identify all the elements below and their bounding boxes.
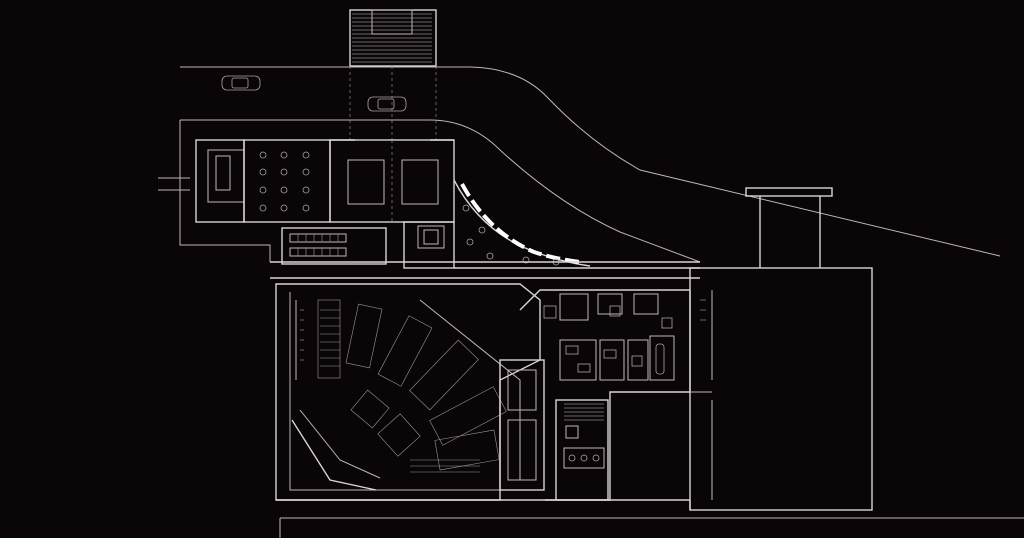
service-core (555, 399, 609, 501)
curved-gallery (453, 179, 700, 269)
upper-wing (195, 139, 455, 223)
east-block (689, 187, 873, 511)
stair-icon (564, 403, 604, 421)
seating-rows (317, 299, 507, 473)
car-icon (367, 96, 407, 112)
car-icon (221, 75, 261, 91)
table-icon (259, 151, 310, 212)
toilet-icon (568, 454, 600, 462)
main-corridor (270, 261, 700, 279)
lower-boundary (276, 499, 1024, 538)
entrance-stair (349, 9, 437, 140)
restroom-strip (281, 221, 455, 269)
street-edge (158, 66, 1001, 263)
